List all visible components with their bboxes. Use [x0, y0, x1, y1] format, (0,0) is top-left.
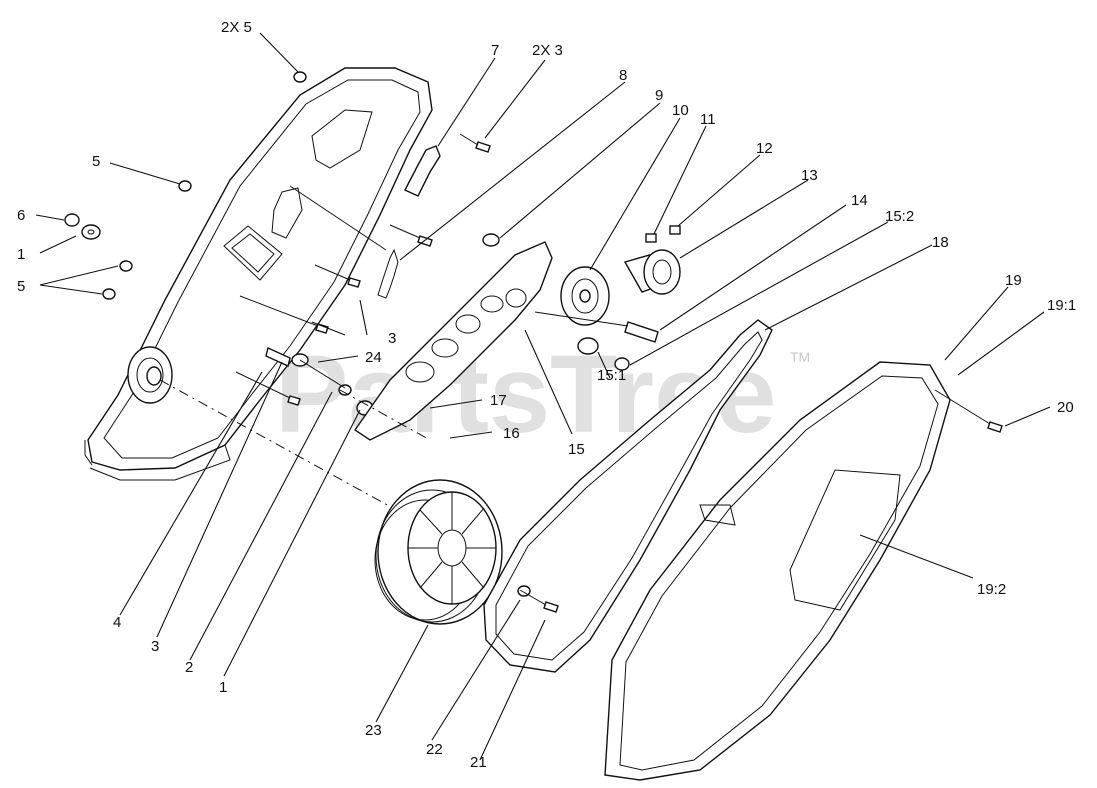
left-hardware [64, 71, 491, 416]
callout-labels: 2X 5 7 2X 3 8 9 10 11 12 13 14 15:2 18 1… [17, 19, 1076, 771]
callout-3-lower: 3 [151, 638, 159, 655]
callout-20: 20 [1057, 399, 1074, 416]
idler-pulley-assembly [534, 225, 681, 371]
callout-2: 2 [185, 659, 193, 676]
callout-2x3: 2X 3 [532, 42, 563, 59]
callout-1-lower: 1 [219, 679, 227, 696]
front-belt-cover [604, 361, 1003, 781]
springs [289, 145, 441, 299]
callout-6: 6 [17, 207, 25, 224]
drive-pulley [374, 479, 503, 625]
callout-19: 19 [1005, 272, 1022, 289]
callout-23: 23 [365, 722, 382, 739]
callout-12: 12 [756, 140, 773, 157]
callout-9: 9 [655, 87, 663, 104]
leader-lines [35, 32, 1051, 761]
callout-21: 21 [470, 754, 487, 771]
callout-19-1: 19:1 [1047, 297, 1076, 314]
watermark-trademark: TM [790, 349, 810, 365]
drive-belt [483, 319, 773, 673]
callout-18: 18 [932, 234, 949, 251]
callout-5-lower: 5 [17, 278, 25, 295]
callout-15-1: 15:1 [597, 367, 626, 384]
callout-3-upper: 3 [388, 330, 396, 347]
callout-16: 16 [503, 425, 520, 442]
back-belt-cover [84, 67, 433, 481]
callout-1-upper: 1 [17, 246, 25, 263]
callout-11: 11 [700, 111, 716, 128]
callout-4: 4 [113, 614, 121, 631]
callout-15-2: 15:2 [885, 208, 914, 225]
bolt-axis-line [339, 389, 431, 441]
callout-15: 15 [568, 441, 585, 458]
callout-17: 17 [490, 392, 507, 409]
callout-5-upper: 5 [92, 153, 100, 170]
callout-10: 10 [672, 102, 689, 119]
callout-2x5: 2X 5 [221, 19, 252, 36]
callout-13: 13 [801, 167, 818, 184]
callout-24: 24 [365, 349, 382, 366]
callout-7: 7 [491, 42, 499, 59]
callout-22: 22 [426, 741, 443, 758]
callout-14: 14 [851, 192, 868, 209]
callout-8: 8 [619, 67, 627, 84]
idler-bracket [354, 233, 553, 441]
callout-19-2: 19:2 [977, 581, 1006, 598]
